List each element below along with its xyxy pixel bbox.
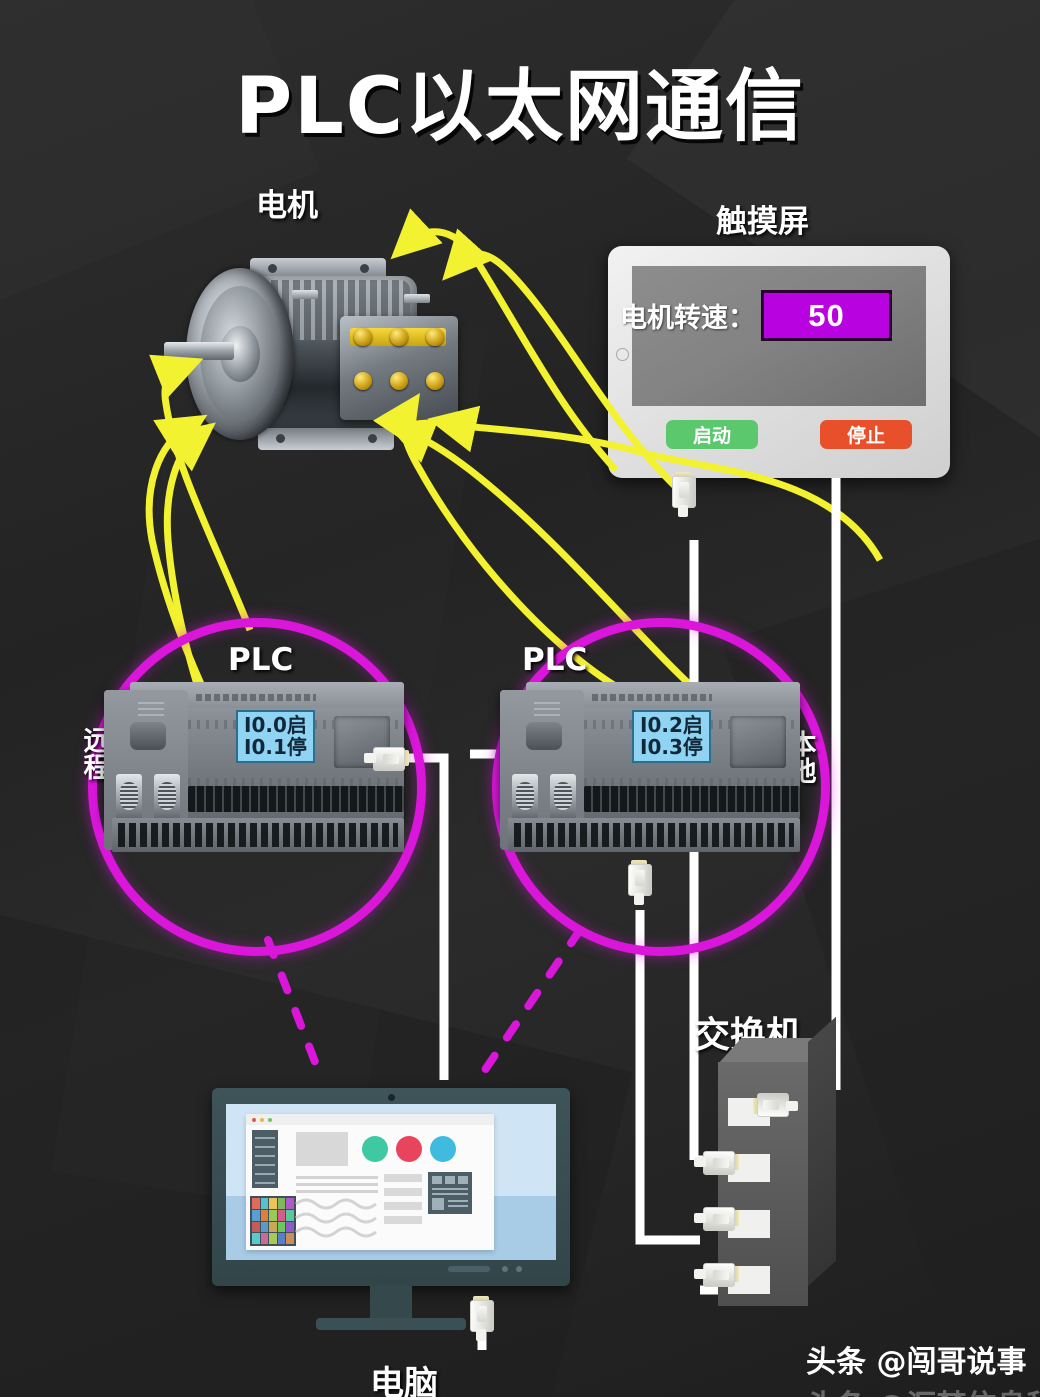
rj45-connector-switch-1[interactable]: [753, 1093, 798, 1117]
rj45-connector-switch-3[interactable]: [694, 1207, 739, 1231]
motor-terminal-box: [340, 316, 458, 420]
plc-left-highlight-ring: [88, 618, 426, 956]
rj45-connector-switch-2[interactable]: [694, 1151, 739, 1175]
hmi-speed-value-field[interactable]: 50: [761, 290, 892, 341]
plc-right-io-tag-line1: I0.2启: [640, 713, 703, 737]
watermark-secondary: 头条 @汇梦信息科技: [806, 1381, 1040, 1397]
motor-label: 电机: [256, 188, 318, 224]
computer-label: 电脑: [370, 1364, 438, 1397]
plc-right-status-leds: [534, 702, 560, 718]
rj45-connector-switch-4[interactable]: [694, 1263, 739, 1287]
plc-left-status-leds: [138, 702, 164, 718]
plc-right-label: PLC: [522, 642, 588, 678]
touch-panel-label: 触摸屏: [716, 204, 809, 240]
stop-button[interactable]: 停止: [820, 420, 912, 449]
window-tile-grid: [250, 1196, 296, 1246]
hmi-speed-row: 电机转速： 50: [620, 290, 892, 341]
switch-side-face: [808, 1016, 836, 1286]
plc-left-io-band-bottom: [188, 778, 404, 787]
plc-right-dsub-port-1[interactable]: [512, 774, 538, 820]
window-wave-graphic: [295, 1198, 377, 1238]
plc-right-io-band-bottom: [584, 778, 800, 787]
monitor-stand-base: [316, 1318, 466, 1330]
window-close-icon[interactable]: [252, 1117, 256, 1122]
motor-bottom-foot: [258, 428, 394, 450]
monitor-stand-neck: [370, 1286, 412, 1320]
window-image-block: [296, 1132, 348, 1166]
plc-left-mode-dial[interactable]: [130, 722, 166, 750]
plc-left-io-tag: I0.0启 I0.1停: [236, 710, 315, 763]
watermark-primary: 头条 @闯哥说事: [806, 1345, 1027, 1380]
window-maximize-icon[interactable]: [268, 1117, 272, 1122]
plc-left-io-tag-line2: I0.1停: [244, 735, 307, 760]
monitor-screen: [226, 1104, 556, 1260]
plc-left-unit[interactable]: I0.0启 I0.1停: [104, 682, 404, 867]
window-circle-blue: [430, 1136, 456, 1162]
rj45-connector-touch-panel[interactable]: [672, 472, 696, 517]
plc-left-io-tag-line1: I0.0启: [244, 713, 307, 737]
motor-top-foot: [250, 258, 386, 280]
desktop-window: [246, 1114, 494, 1250]
plc-right-highlight-ring: [492, 618, 830, 956]
page-title: PLC以太网通信: [234, 62, 806, 152]
rj45-connector-plc-right[interactable]: [628, 860, 652, 905]
window-circle-teal: [362, 1136, 388, 1162]
plc-left-branding: [196, 694, 316, 701]
window-minimize-icon[interactable]: [260, 1117, 264, 1122]
plc-right-dsub-port-2[interactable]: [550, 774, 576, 820]
start-button[interactable]: 启动: [666, 420, 758, 449]
plc-left-dsub-port-2[interactable]: [154, 774, 180, 820]
window-titlebar: [246, 1114, 494, 1125]
hmi-speed-caption: 电机转速：: [620, 303, 755, 334]
rj45-connector-plc-left[interactable]: [364, 747, 409, 771]
plc-right-vent-slots: [514, 823, 794, 847]
monitor-brand-strip: [448, 1266, 490, 1272]
plc-right-access-panel: [730, 716, 786, 768]
plc-left-dsub-port-1[interactable]: [116, 774, 142, 820]
plc-right-unit[interactable]: I0.2启 I0.3停: [500, 682, 800, 867]
window-panel-card: [428, 1172, 472, 1214]
plc-left-vent-slots: [118, 823, 398, 847]
touch-panel[interactable]: 电机转速： 50 启动 停止: [608, 246, 950, 478]
monitor-led-2: [516, 1266, 522, 1272]
plc-right-mode-dial[interactable]: [526, 722, 562, 750]
hmi-home-button-icon[interactable]: [616, 348, 629, 361]
rj45-connector-computer[interactable]: [470, 1296, 494, 1341]
window-sidebar: [252, 1130, 278, 1188]
webcam-icon: [388, 1094, 395, 1101]
plc-right-branding: [592, 694, 712, 701]
computer-illustration: [212, 1088, 570, 1338]
motor-shaft: [164, 342, 234, 360]
plc-left-label: PLC: [228, 642, 294, 678]
monitor-led-1: [502, 1266, 508, 1272]
plc-right-io-tag-line2: I0.3停: [640, 735, 703, 760]
motor-illustration: [164, 228, 482, 478]
hmi-button-row: 启动 停止: [666, 420, 912, 449]
window-circle-red: [396, 1136, 422, 1162]
plc-right-io-tag: I0.2启 I0.3停: [632, 710, 711, 763]
plc-left-terminal-strip: [188, 786, 404, 812]
plc-right-terminal-strip: [584, 786, 800, 812]
